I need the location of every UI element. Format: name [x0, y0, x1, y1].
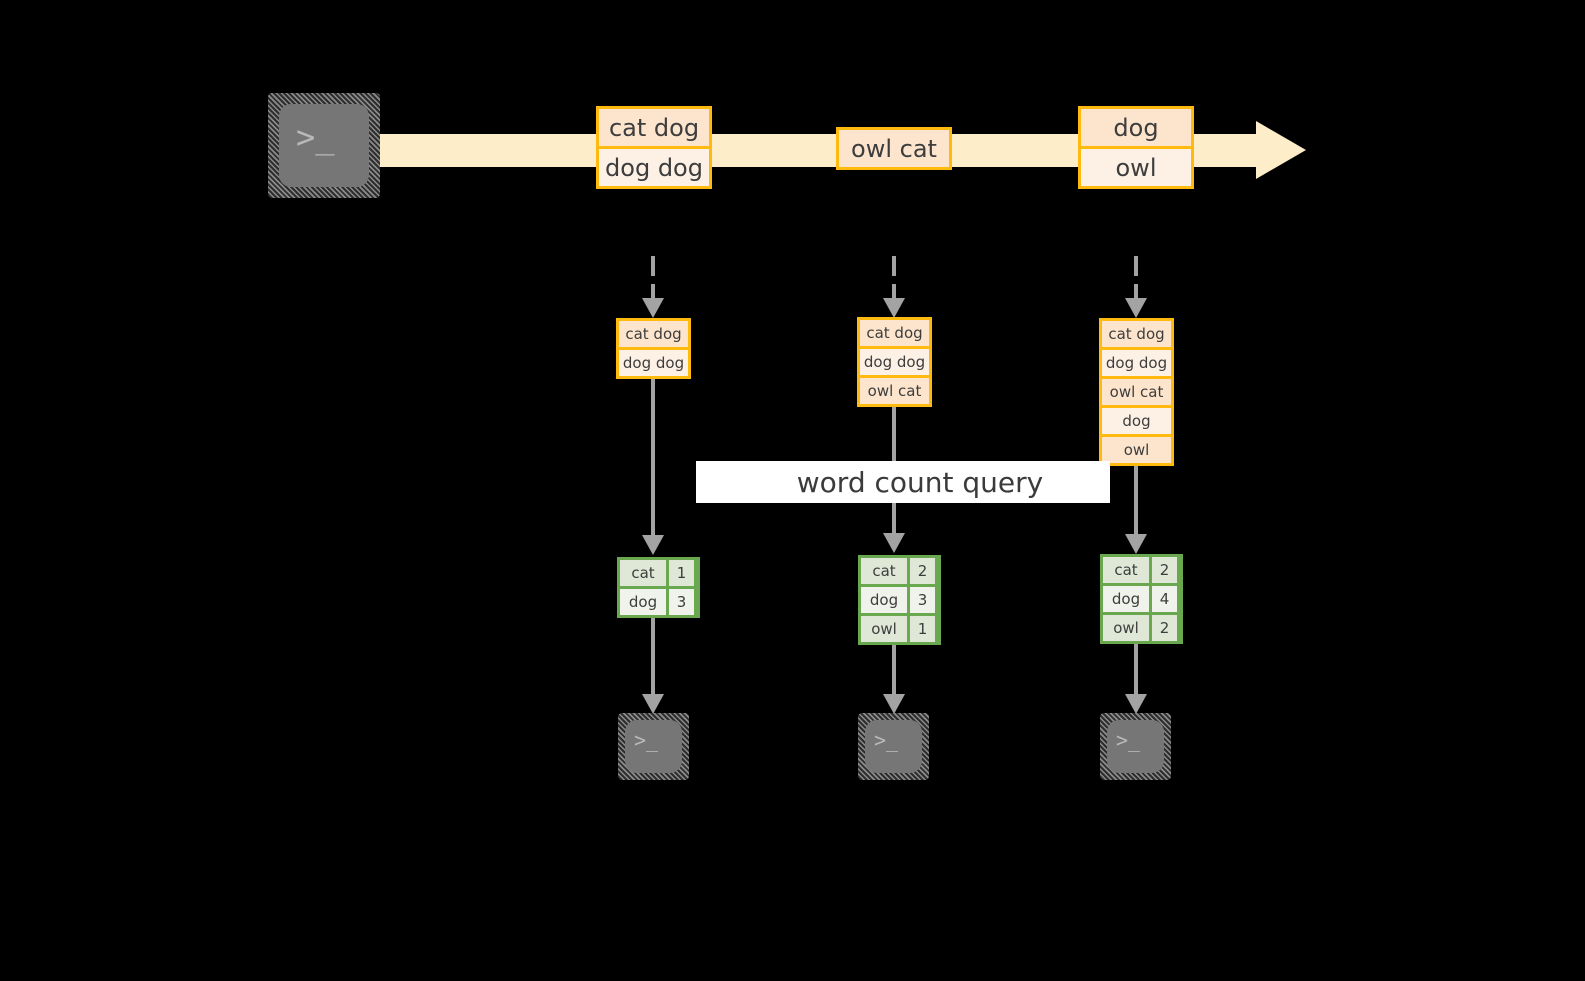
word-cell: cat [1103, 557, 1149, 583]
terminal-prompt-glyph: >_ [874, 728, 899, 752]
stream-event: owl cat [839, 130, 949, 167]
result-to-sink-connector-3 [1121, 644, 1151, 716]
stream-event: dog dog [599, 149, 709, 186]
count-cell: 3 [910, 587, 935, 613]
word-cell: cat [620, 560, 666, 586]
stream-group-1[interactable]: cat dog dog dog [596, 106, 712, 189]
table-row: cat 2 [861, 558, 938, 584]
stream-to-buffer-connector [1121, 256, 1151, 318]
result-to-sink-connector-2 [879, 645, 909, 716]
terminal-face [625, 720, 682, 773]
source-terminal-icon[interactable]: >_ [268, 93, 380, 198]
stream-event: dog [1081, 109, 1191, 146]
count-cell: 1 [669, 560, 694, 586]
count-cell: 2 [910, 558, 935, 584]
buffer-event: dog dog [619, 350, 688, 376]
stream-to-buffer-connector [638, 256, 668, 318]
query-label-band: word count query [696, 461, 1110, 503]
word-count-result-3[interactable]: cat 2 dog 4 owl 2 [1100, 554, 1183, 644]
word-cell: dog [1103, 586, 1149, 612]
sink-terminal-icon-3[interactable]: >_ [1100, 713, 1171, 780]
count-cell: 1 [910, 616, 935, 642]
terminal-face [1107, 720, 1164, 773]
terminal-face [279, 104, 369, 187]
buffer-event: owl cat [1102, 379, 1171, 405]
result-to-sink-connector-1 [638, 618, 668, 716]
buffer-event: dog dog [860, 349, 929, 375]
terminal-prompt-glyph: >_ [634, 728, 659, 752]
buffer-event: owl [1102, 437, 1171, 463]
buffer-event: dog [1102, 408, 1171, 434]
terminal-prompt-glyph: >_ [296, 118, 335, 156]
terminal-prompt-glyph: >_ [1116, 728, 1141, 752]
buffer-snapshot-3[interactable]: cat dog dog dog owl cat dog owl [1099, 318, 1174, 466]
word-cell: owl [861, 616, 907, 642]
buffer-snapshot-2[interactable]: cat dog dog dog owl cat [857, 317, 932, 407]
buffer-to-result-connector-1 [638, 379, 668, 557]
table-row: dog 3 [620, 589, 697, 615]
count-cell: 4 [1152, 586, 1177, 612]
count-cell: 2 [1152, 557, 1177, 583]
stream-event: owl [1081, 149, 1191, 186]
table-row: cat 2 [1103, 557, 1180, 583]
buffer-event: owl cat [860, 378, 929, 404]
word-cell: dog [861, 587, 907, 613]
sink-terminal-icon-1[interactable]: >_ [618, 713, 689, 780]
buffer-snapshot-1[interactable]: cat dog dog dog [616, 318, 691, 379]
sink-terminal-icon-2[interactable]: >_ [858, 713, 929, 780]
stream-to-buffer-connector [879, 256, 909, 318]
terminal-face [865, 720, 922, 773]
word-count-result-1[interactable]: cat 1 dog 3 [617, 557, 700, 618]
table-row: dog 4 [1103, 586, 1180, 612]
stream-group-3[interactable]: dog owl [1078, 106, 1194, 189]
event-stream-arrowhead [1256, 121, 1306, 179]
buffer-event: cat dog [619, 321, 688, 347]
table-row: owl 1 [861, 616, 938, 642]
table-row: owl 2 [1103, 615, 1180, 641]
count-cell: 2 [1152, 615, 1177, 641]
buffer-event: cat dog [860, 320, 929, 346]
buffer-event: dog dog [1102, 350, 1171, 376]
word-count-result-2[interactable]: cat 2 dog 3 owl 1 [858, 555, 941, 645]
buffer-to-result-connector-3 [1121, 466, 1151, 556]
word-cell: owl [1103, 615, 1149, 641]
count-cell: 3 [669, 589, 694, 615]
stream-group-2[interactable]: owl cat [836, 127, 952, 170]
buffer-event: cat dog [1102, 321, 1171, 347]
table-row: cat 1 [620, 560, 697, 586]
word-cell: cat [861, 558, 907, 584]
table-row: dog 3 [861, 587, 938, 613]
word-cell: dog [620, 589, 666, 615]
stream-event: cat dog [599, 109, 709, 146]
query-label: word count query [796, 465, 1044, 499]
